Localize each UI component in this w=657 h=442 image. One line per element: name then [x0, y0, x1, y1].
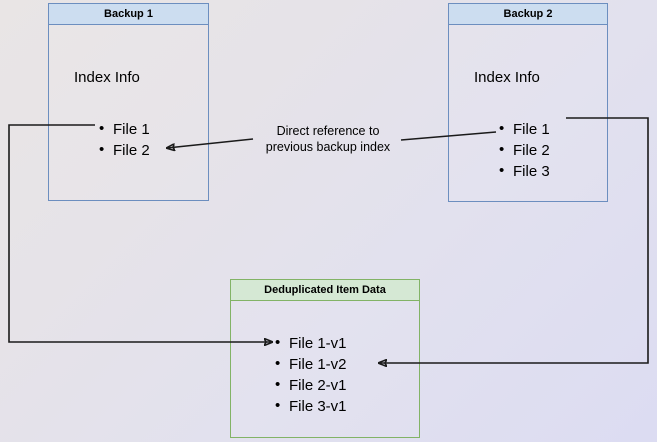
list-item: File 1	[499, 118, 550, 140]
list-item: File 1-v2	[275, 353, 347, 375]
dedup-item-list: File 1-v1 File 1-v2 File 2-v1 File 3-v1	[275, 332, 347, 417]
list-item: File 2-v1	[275, 374, 347, 396]
backup-2-box[interactable]: Backup 2 Index Info File 1 File 2 File 3	[448, 3, 608, 202]
backup-1-file-list: File 1 File 2	[99, 118, 150, 161]
list-item: File 3-v1	[275, 395, 347, 417]
direct-reference-note-line-1: Direct reference to	[276, 124, 380, 138]
backup-1-index-info-label: Index Info	[74, 69, 140, 86]
backup-2-body: Index Info File 1 File 2 File 3	[449, 25, 607, 201]
list-item: File 1-v1	[275, 332, 347, 354]
list-item: File 2	[99, 139, 150, 161]
backup-2-title: Backup 2	[449, 4, 607, 25]
deduplicated-item-data-title: Deduplicated Item Data	[231, 280, 419, 301]
backup-1-box[interactable]: Backup 1 Index Info File 1 File 2	[48, 3, 209, 201]
deduplicated-item-data-body: File 1-v1 File 1-v2 File 2-v1 File 3-v1	[231, 301, 419, 437]
backup-1-body: Index Info File 1 File 2	[49, 25, 208, 200]
backup-1-title: Backup 1	[49, 4, 208, 25]
direct-reference-note-line-2: previous backup index	[265, 140, 391, 154]
list-item: File 1	[99, 118, 150, 140]
list-item: File 3	[499, 160, 550, 182]
list-item: File 2	[499, 139, 550, 161]
backup-2-index-info-label: Index Info	[474, 69, 540, 86]
backup-2-file-list: File 1 File 2 File 3	[499, 118, 550, 182]
direct-reference-note: Direct reference to previous backup inde…	[245, 123, 411, 155]
deduplicated-item-data-box[interactable]: Deduplicated Item Data File 1-v1 File 1-…	[230, 279, 420, 438]
